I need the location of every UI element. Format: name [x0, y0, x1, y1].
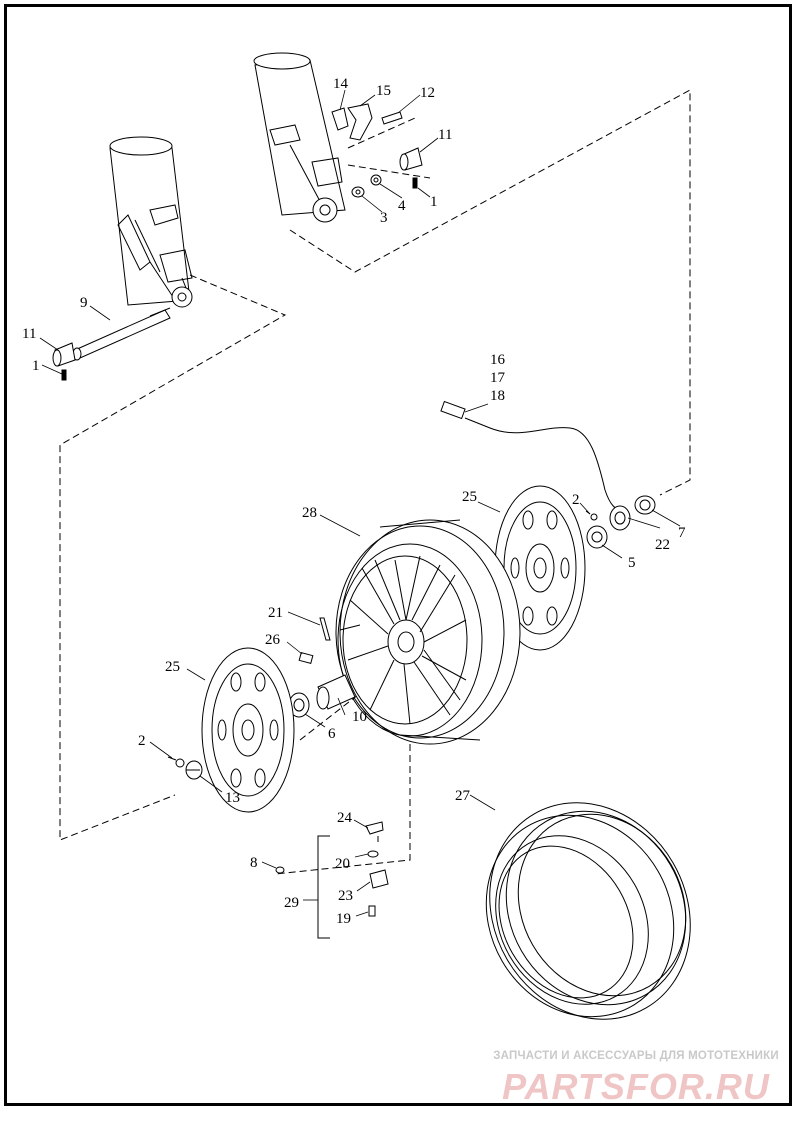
watermark-logo: PARTSFOR.RU: [502, 1066, 770, 1107]
wheel-speed-sensor-cable: [440, 400, 626, 513]
callout-16: 16: [490, 352, 506, 368]
hub-spacer-13: [185, 760, 203, 780]
callout-24: 24: [337, 810, 353, 826]
callout-19: 19: [336, 911, 351, 927]
watermark: ЗАПЧАСТИ И АКСЕССУАРЫ ДЛЯ МОТОТЕХНИКИ PA…: [488, 1046, 788, 1107]
callout-25-right: 25: [462, 489, 477, 505]
diagram-frame: [4, 4, 792, 1106]
callout-11-left: 11: [22, 326, 36, 342]
wheel-bearing-right: [586, 525, 608, 549]
sensor-ring-7: [634, 495, 656, 515]
callout-13: 13: [225, 790, 240, 806]
callout-23: 23: [338, 888, 353, 904]
front-axle: [72, 307, 171, 361]
watermark-caption: ЗАПЧАСТИ И АКСЕССУАРЫ ДЛЯ МОТОТЕХНИКИ: [493, 1050, 779, 1062]
callout-4: 4: [398, 198, 406, 214]
axle-washer: [351, 186, 365, 198]
brake-disc-left: [201, 647, 295, 813]
callout-2-right: 2: [572, 492, 580, 508]
wheel-rim: [335, 519, 521, 745]
callout-11-right: 11: [438, 127, 452, 143]
bolt-12: [381, 111, 403, 125]
tpms-valve-24: [365, 821, 384, 842]
left-fork-slider: [109, 136, 193, 308]
callout-9: 9: [80, 295, 88, 311]
callout-18: 18: [490, 388, 505, 404]
callout-28: 28: [302, 505, 317, 521]
cap-8: [275, 866, 285, 874]
wheel-bearing-left: [288, 692, 310, 718]
kit-bracket-29: [317, 835, 330, 939]
screw-left: [167, 756, 185, 768]
bracket-15: [347, 103, 373, 141]
callout-22: 22: [655, 537, 670, 553]
pinch-bolt-right: [412, 177, 418, 189]
callout-3: 3: [380, 210, 388, 226]
hub-spacer: [316, 674, 356, 710]
rim-spokes: [347, 555, 467, 725]
callout-21: 21: [268, 605, 283, 621]
callout-8: 8: [250, 855, 258, 871]
callout-25-left: 25: [165, 659, 180, 675]
grommet-20: [367, 850, 379, 858]
axle-spacer-left: [52, 342, 76, 367]
axle-spacer-right: [399, 147, 423, 171]
callout-29: 29: [284, 895, 299, 911]
screw-right: [585, 510, 598, 521]
speed-sensor-22: [609, 505, 631, 531]
valve-stem-21: [319, 617, 331, 641]
callout-26: 26: [265, 632, 281, 648]
callout-20: 20: [335, 856, 350, 872]
callout-17: 17: [490, 370, 506, 386]
front-tire: [485, 802, 691, 1020]
callout-12: 12: [420, 85, 435, 101]
callout-14: 14: [333, 76, 349, 92]
callout-15: 15: [376, 83, 391, 99]
bracket-14: [331, 107, 349, 131]
valve-cap-26: [298, 651, 314, 665]
callout-6: 6: [328, 726, 336, 742]
callout-1-left: 1: [32, 358, 40, 374]
leader-lines: [39, 89, 681, 917]
pinch-bolt-left: [61, 369, 67, 381]
callout-10: 10: [352, 709, 367, 725]
callout-numbers: 14 15 12 11 4 1 3 9 11 1 16 17 18 25 2 2…: [22, 76, 686, 927]
pressure-sensor-23: [369, 869, 389, 889]
callout-7: 7: [678, 525, 686, 541]
callout-2-left: 2: [138, 733, 146, 749]
sensor-screw-19: [368, 905, 376, 917]
callout-27: 27: [455, 788, 471, 804]
axle-nut: [370, 174, 382, 186]
callout-5: 5: [628, 555, 636, 571]
callout-1-right: 1: [430, 194, 438, 210]
right-fork-slider: [253, 52, 346, 223]
